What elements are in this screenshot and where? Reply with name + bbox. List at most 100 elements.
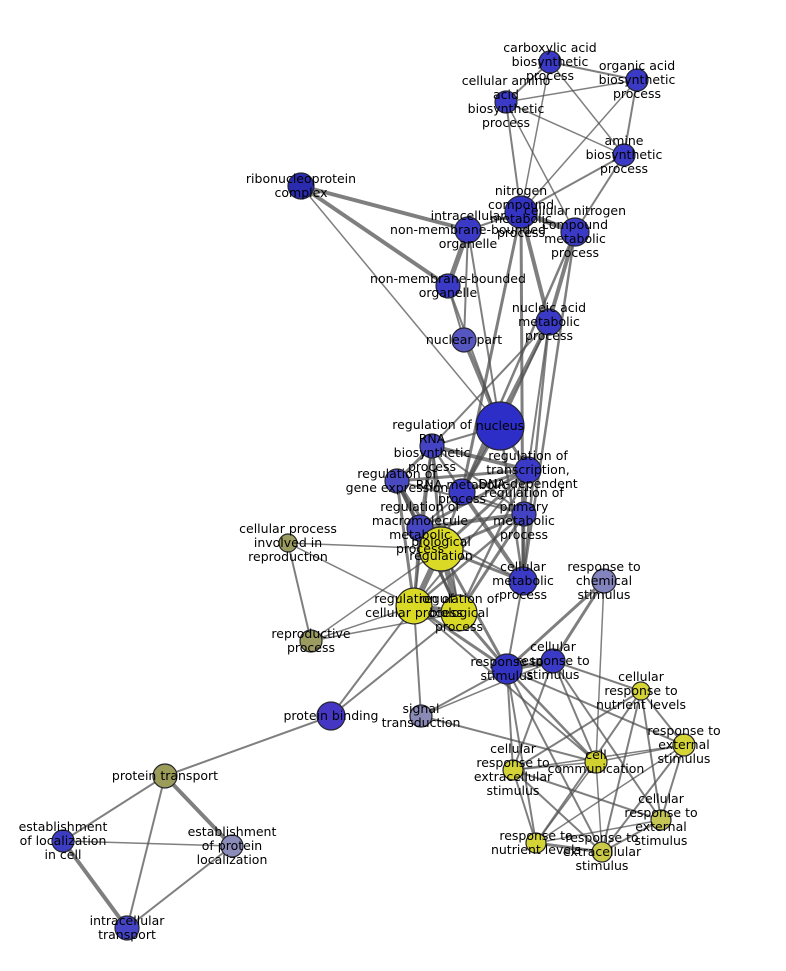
edge-amino--cell-nitrogen: [505, 101, 576, 233]
node-est-protein-loc[interactable]: [220, 834, 244, 858]
edge-rna-met--cellular-met: [460, 490, 525, 583]
edge-reg-rna--reg-transcr: [430, 444, 530, 472]
edge-resp-stim--signal-transd: [420, 668, 508, 717]
edge-protein-transport--est-protein-loc: [163, 774, 234, 848]
node-resp-external[interactable]: [672, 733, 696, 757]
node-intracel-org[interactable]: [454, 216, 482, 244]
edge-cell-resp-nutrient--cell-resp-external: [640, 690, 662, 821]
edge-resp-stim--cell-comm: [505, 667, 598, 764]
edge-repro-cell--reg-cell: [287, 542, 415, 607]
node-cell-comm[interactable]: [584, 750, 608, 774]
node-cell-resp-stim[interactable]: [540, 648, 566, 674]
edge-cell-resp-extracell--resp-extracell: [512, 769, 603, 853]
edge-reg-transcr--reg-cell: [413, 469, 529, 607]
edge-resp-external--resp-extracell: [601, 744, 685, 853]
node-reg-rna[interactable]: [419, 433, 445, 459]
edge-rnp--intracel-org: [299, 184, 470, 232]
node-nucleic[interactable]: [535, 308, 563, 336]
edge-protein-transport--est-loc-cell: [62, 775, 166, 842]
edge-amino--nitrogen: [505, 101, 522, 213]
node-resp-extracell[interactable]: [591, 841, 613, 863]
edge-resp-external--resp-nutrient: [535, 744, 685, 844]
node-reg-primary[interactable]: [511, 501, 537, 527]
node-signal-transd[interactable]: [409, 704, 433, 728]
edge-nucleic--cellular-met: [521, 320, 551, 583]
edge-resp-stim--resp-chem: [505, 579, 606, 671]
node-rnp[interactable]: [287, 172, 315, 200]
node-resp-stim[interactable]: [491, 653, 523, 685]
node-protein-transport[interactable]: [152, 763, 178, 789]
node-reg-gene[interactable]: [384, 468, 410, 494]
node-cell-resp-nutrient[interactable]: [631, 681, 651, 701]
edge-organic--amine: [623, 79, 638, 156]
edge-cell-nitrogen--nucleic: [547, 230, 577, 324]
node-nitrogen[interactable]: [504, 195, 538, 229]
node-reg-bio[interactable]: [440, 594, 478, 632]
edge-cell-nitrogen--rna-met: [460, 230, 577, 494]
edge-intracel-org--nucleus: [467, 229, 501, 427]
edge-resp-external--cell-comm: [595, 744, 685, 763]
node-nuclear-part[interactable]: [451, 327, 477, 353]
edge-rnp--nmb-org: [299, 184, 450, 288]
edge-cell-nitrogen--cellular-met: [521, 230, 577, 583]
edge-resp-external--cell-resp-external: [660, 744, 685, 821]
edge-cell-resp-extracell--resp-nutrient: [512, 769, 537, 844]
edge-cell-comm--resp-nutrient: [535, 761, 597, 844]
edge-cell-resp-stim--cell-resp-nutrient: [552, 660, 642, 692]
node-cell-nitrogen[interactable]: [560, 217, 590, 247]
node-nucleus[interactable]: [475, 401, 525, 451]
edge-protein-transport--intracel-transport: [126, 775, 166, 929]
edge-repro-cell--repro: [287, 542, 312, 642]
edge-repro--bio-reg: [310, 548, 442, 642]
edge-resp-chem--cell-comm: [595, 580, 605, 763]
edge-amine--cell-nitrogen: [574, 154, 625, 233]
edge-cell-comm--signal-transd: [420, 715, 597, 763]
node-reg-transcr[interactable]: [514, 456, 542, 484]
edge-nitrogen--rna-met: [460, 210, 523, 494]
node-est-loc-cell[interactable]: [51, 829, 75, 853]
node-carboxylic[interactable]: [538, 50, 562, 74]
edge-cell-comm--resp-extracell: [595, 761, 603, 853]
edge-est-protein-loc--intracel-transport: [126, 845, 233, 929]
edge-reg-transcr--reg-bio: [457, 468, 530, 615]
edge-nitrogen--nucleic: [519, 210, 551, 324]
edge-resp-nutrient--resp-extracell: [534, 841, 604, 854]
edge-resp-stim--resp-external: [506, 668, 685, 746]
edge-est-protein-loc--est-loc-cell: [62, 840, 233, 847]
node-amino[interactable]: [494, 90, 518, 114]
edge-carboxylic--nitrogen: [520, 61, 551, 213]
node-cell-resp-external[interactable]: [650, 809, 672, 831]
edge-resp-extracell--cell-resp-external: [601, 819, 662, 853]
node-repro-cell[interactable]: [278, 533, 298, 553]
node-nmb-org[interactable]: [435, 273, 461, 299]
edge-cell-resp-stim--signal-transd: [420, 660, 554, 717]
node-protein-binding[interactable]: [316, 701, 346, 731]
node-rna-met[interactable]: [448, 478, 476, 506]
node-resp-chem[interactable]: [591, 568, 617, 594]
node-cell-resp-extracell[interactable]: [502, 759, 524, 781]
edge-resp-stim--resp-nutrient: [506, 668, 537, 844]
node-intracel-transport[interactable]: [114, 915, 140, 941]
node-cellular-met[interactable]: [508, 566, 538, 596]
node-reg-cell[interactable]: [395, 587, 433, 625]
edge-reg-transcr--reg-gene: [395, 468, 530, 483]
edge-reg-bio--repro: [310, 612, 460, 642]
edge-cell-resp-stim--cell-comm: [552, 660, 597, 763]
node-resp-nutrient[interactable]: [525, 832, 547, 854]
node-bio-reg[interactable]: [418, 526, 464, 572]
node-repro[interactable]: [299, 629, 323, 653]
edge-organic--amino: [505, 79, 638, 103]
edge-carboxylic--organic: [549, 61, 638, 81]
edge-resp-stim--cell-resp-extracell: [506, 668, 514, 771]
edge-protein-binding--protein-transport: [164, 715, 332, 777]
edge-resp-nutrient--cell-resp-external: [535, 819, 662, 844]
node-organic[interactable]: [625, 68, 649, 92]
edge-reg-rna--reg-primary: [431, 445, 525, 515]
edge-reg-gene--reg-cell: [395, 479, 416, 608]
edge-cell-comm--cell-resp-extracell: [512, 761, 597, 771]
node-amine[interactable]: [612, 143, 636, 167]
edge-cell-resp-nutrient--resp-extracell: [601, 690, 642, 853]
edge-reg-primary--reg-bio: [457, 512, 526, 615]
